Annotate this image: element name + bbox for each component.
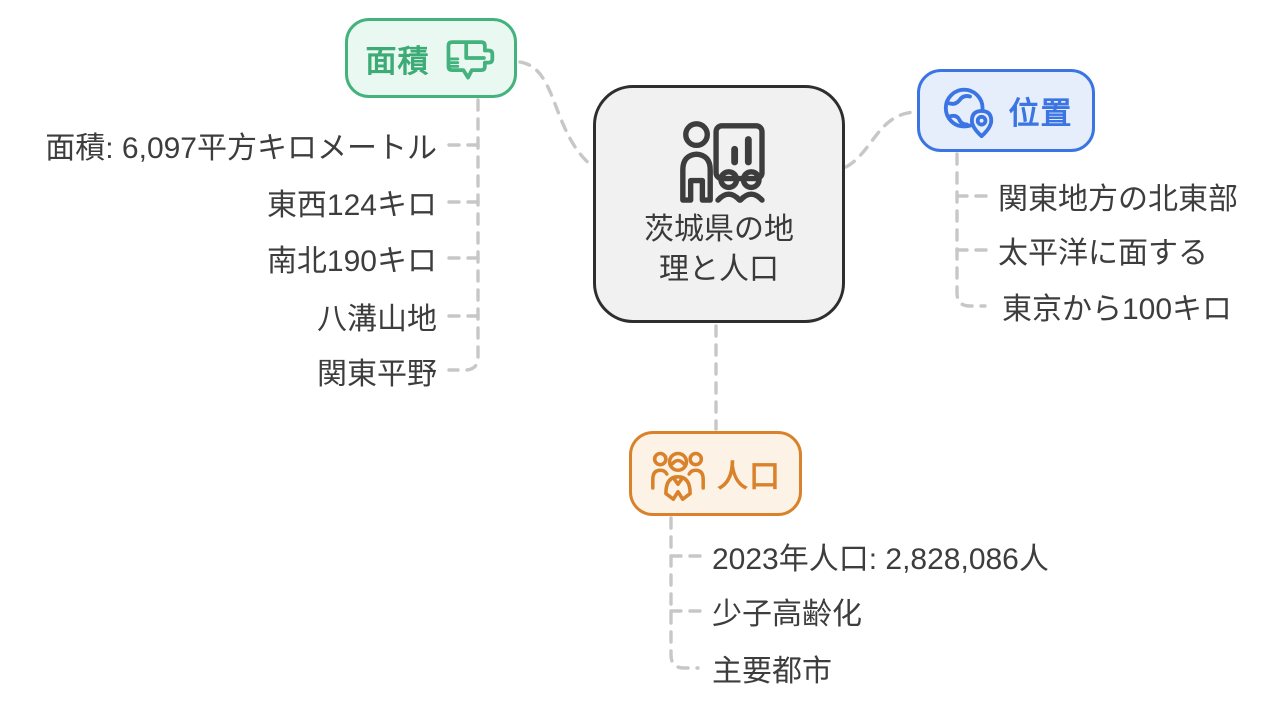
leaf-area-east-west: 東西124キロ <box>266 189 437 222</box>
connector-area-trunk <box>447 98 480 372</box>
center-node-title: 茨城県の地 理と人口 <box>644 210 794 290</box>
center-title-line-2: 理と人口 <box>659 253 779 286</box>
branch-node-area: 面積 <box>345 18 517 98</box>
leaf-area-yamizo-mountains: 八溝山地 <box>317 303 437 336</box>
leaf-location-tokyo-distance: 東京から100キロ <box>1002 293 1233 326</box>
population-node-label: 人口 <box>717 459 781 494</box>
leaf-area-kanto-plain: 関東平野 <box>317 358 437 391</box>
branch-node-location: 位置 <box>917 69 1095 152</box>
globe-pin-icon <box>943 87 993 138</box>
connector-population-trunk <box>669 516 700 670</box>
leaf-population-2023: 2023年人口: 2,828,086人 <box>712 543 1049 576</box>
center-title-line-1: 茨城県の地 <box>644 213 794 247</box>
branch-node-population: 人口 <box>629 431 802 516</box>
connector-location-trunk <box>955 152 987 308</box>
connector-center-to-location <box>844 110 917 169</box>
map-area-icon <box>446 40 494 80</box>
presentation-audience-icon <box>680 121 765 203</box>
leaf-population-aging: 少子高齢化 <box>712 598 862 631</box>
leaf-location-pacific: 太平洋に面する <box>998 237 1208 270</box>
leaf-area-north-south: 南北190キロ <box>266 245 437 278</box>
center-node: 茨城県の地 理と人口 <box>593 85 845 323</box>
area-node-label: 面積 <box>365 43 430 79</box>
leaf-location-region: 関東地方の北東部 <box>998 183 1238 216</box>
leaf-population-major-cities: 主要都市 <box>712 655 832 688</box>
connector-area-to-center <box>518 60 594 168</box>
people-group-icon <box>651 451 705 501</box>
location-node-label: 位置 <box>1008 96 1073 131</box>
leaf-area-total: 面積: 6,097平方キロメートル <box>45 132 437 165</box>
